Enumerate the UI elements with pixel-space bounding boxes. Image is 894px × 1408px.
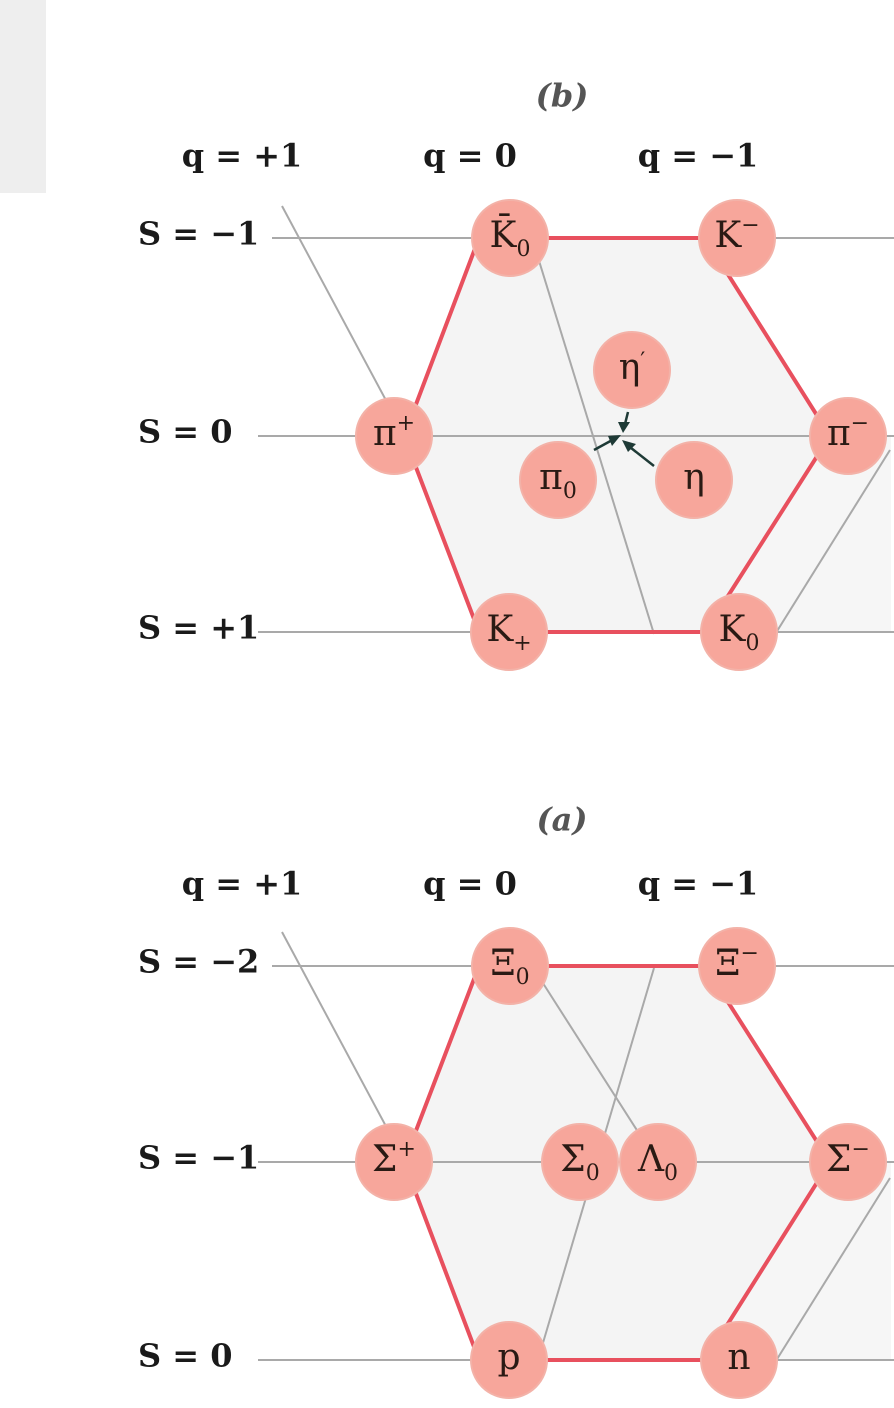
particle-xi0: Ξ0 (471, 927, 549, 1005)
particle-p-label: p (497, 1337, 520, 1378)
particle-k0bar: K̄0 (471, 199, 549, 277)
particle-k-minus: K− (698, 199, 776, 277)
particle-k0: K0 (700, 593, 778, 671)
panel-a-row-label-2: S = −2 (138, 943, 259, 981)
svg-text:K−: K− (714, 213, 759, 256)
svg-text:η′: η′ (619, 347, 646, 388)
panel-b-row-label-1: S = 0 (138, 413, 232, 451)
particle-sigma0: Σ0 (541, 1123, 619, 1201)
panel-a-row-label-1: S = −1 (138, 1139, 259, 1177)
svg-text:π−: π− (827, 411, 869, 454)
particle-sigma-minus: Σ− (809, 1123, 887, 1201)
particle-pi-plus: π+ (355, 397, 433, 475)
svg-text:π0: π0 (539, 457, 577, 504)
svg-text:Σ+: Σ+ (372, 1137, 416, 1180)
svg-text:Σ0: Σ0 (560, 1139, 599, 1186)
panel-b-row-label-0: S = +1 (138, 609, 259, 647)
panel-b-charge-label-2: q = +1 (182, 137, 303, 175)
panel-b-diag-q-1 (763, 449, 891, 653)
svg-text:Ξ0: Ξ0 (490, 943, 529, 990)
particle-n-label: n (727, 1337, 750, 1378)
particle-p: p (470, 1321, 548, 1399)
panel-b-diag-q0 (531, 237, 655, 635)
panel-a-charge-label-1: q = 0 (423, 865, 517, 903)
particle-sigma-plus: Σ+ (355, 1123, 433, 1201)
panel-a-row-label-0: S = 0 (138, 1337, 232, 1375)
panel-b-diag-q+1 (281, 205, 405, 435)
side-tab-strip (0, 0, 46, 193)
particle-k-plus: K+ (470, 593, 548, 671)
svg-text:K+: K+ (486, 609, 531, 656)
panel-b-charge-label-0: q = −1 (638, 137, 759, 175)
svg-text:Σ−: Σ− (826, 1137, 870, 1180)
particle-eta: η (655, 441, 733, 519)
panel-a-label: (a) (536, 801, 587, 839)
panel-a-shade (705, 1162, 891, 1360)
panel-a-baryon-octet: n p Σ− Λ0 Σ0 Σ+ Ξ− Ξ0 S (138, 801, 894, 1399)
panel-b-label: (b) (536, 77, 589, 115)
panel-a-diag-q+1 (281, 931, 405, 1161)
panel-a-charge-label-0: q = −1 (638, 865, 759, 903)
svg-text:Λ0: Λ0 (637, 1139, 678, 1186)
particle-pi0: π0 (519, 441, 597, 519)
panel-a-charge-line-q-1 (763, 1177, 891, 1381)
svg-text:K0: K0 (719, 609, 760, 656)
svg-text:π+: π+ (373, 411, 415, 454)
svg-text:p: p (497, 1337, 520, 1378)
svg-text:Ξ−: Ξ− (715, 941, 759, 984)
panel-a-charge-label-2: q = +1 (182, 865, 303, 903)
panel-b-meson-nonet: K0 K+ π− η π0 η′ π+ K− (138, 77, 894, 671)
particle-pi-minus: π− (809, 397, 887, 475)
svg-text:K̄0: K̄0 (490, 213, 531, 262)
particle-lambda0: Λ0 (619, 1123, 697, 1201)
particle-eta-prime: η′ (593, 331, 671, 409)
particle-xi-minus: Ξ− (698, 927, 776, 1005)
center-arrows (593, 411, 655, 467)
particle-n: n (700, 1321, 778, 1399)
svg-text:η: η (683, 457, 705, 498)
panel-b-shade (705, 436, 891, 632)
panel-b-row-label-2: S = −1 (138, 215, 259, 253)
panel-a-diag-q0 (531, 965, 657, 1161)
panel-b-charge-label-1: q = 0 (423, 137, 517, 175)
svg-text:n: n (727, 1337, 750, 1378)
